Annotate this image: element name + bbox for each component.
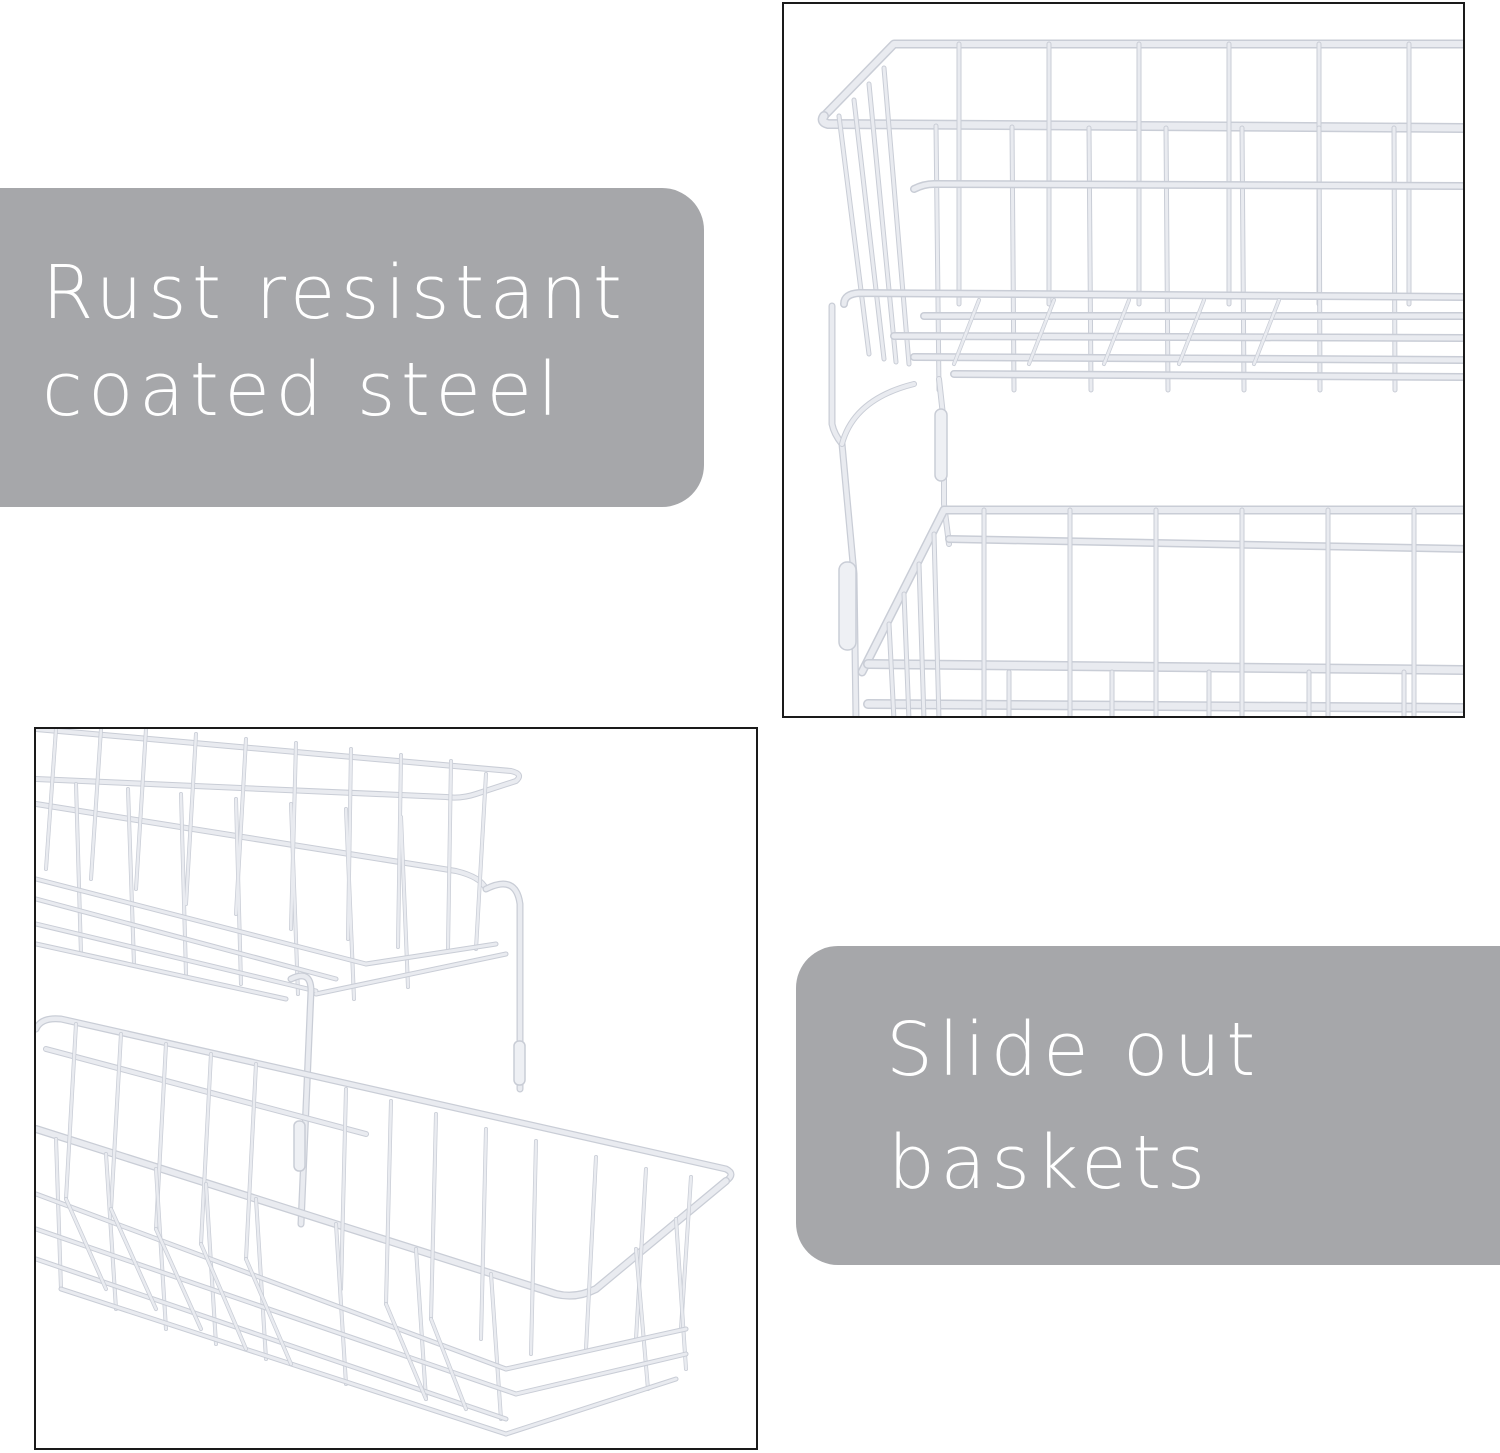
feature-text-line-1: Slide out [886,1007,1261,1093]
wire-basket-angled-illustration [36,729,735,1437]
side-frame [828,302,952,716]
feature-text-line-2: baskets [888,1120,1211,1206]
product-photo-angled [34,727,758,1450]
feature-badge-slide-out: Slide out baskets [796,946,1500,1265]
feature-text-line-2: coated steel [42,347,564,433]
lower-basket [857,505,1463,716]
feature-text-line-1: Rust resistant [42,250,628,336]
upper-basket [36,729,522,1002]
upper-basket [817,39,1463,393]
wire-basket-closeup-illustration [817,39,1463,716]
sleeve-connector-icon [934,408,948,482]
feature-badge-rust-resistant: Rust resistant coated steel [0,188,704,507]
sleeve-connector-icon [838,561,857,651]
product-photo-closeup [782,2,1465,718]
sleeve-connector-icon [293,1120,306,1172]
side-frame [287,880,526,1228]
lower-basket [36,1015,735,1437]
sleeve-connector-icon [513,1040,526,1086]
